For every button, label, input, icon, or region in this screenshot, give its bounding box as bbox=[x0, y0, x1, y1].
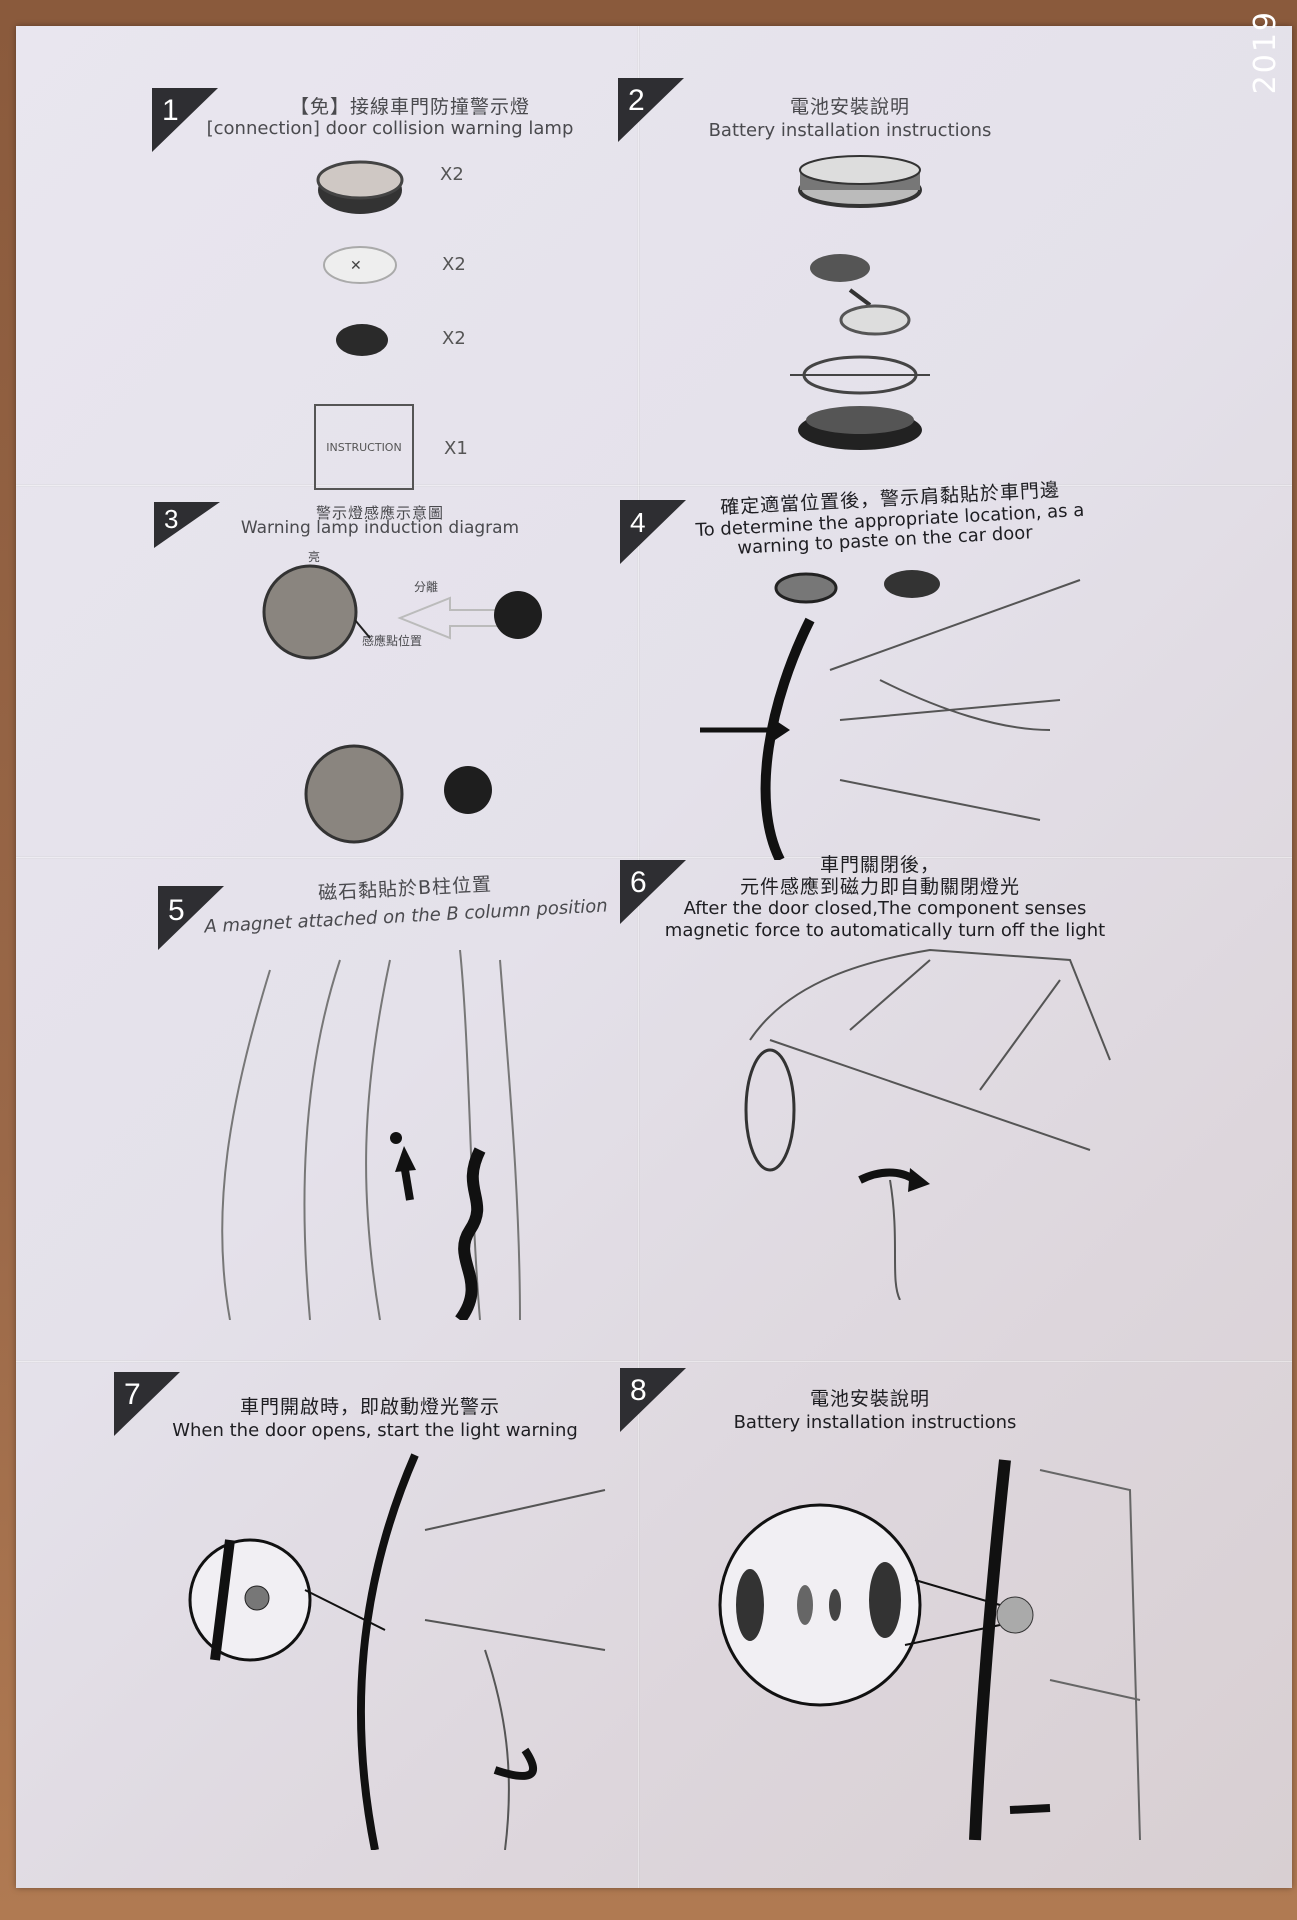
car-door-closed-illustration bbox=[744, 948, 1111, 1300]
instruction-box: INSTRUCTION bbox=[314, 404, 414, 490]
step-badge-1: 1 bbox=[150, 84, 220, 154]
panel-1-title-zh: 【免】接線車門防撞警示燈 bbox=[289, 96, 530, 118]
panel-6-title-en-2: magnetic force to automatically turn off… bbox=[664, 920, 1106, 941]
year-watermark: 2019 bbox=[1248, 10, 1283, 95]
label-separate: 分離 bbox=[414, 580, 439, 594]
panel-3-title-en: Warning lamp induction diagram bbox=[240, 518, 520, 538]
qty: X2 bbox=[442, 254, 466, 275]
step-badge-3: 3 bbox=[152, 498, 222, 568]
svg-text:8: 8 bbox=[630, 1374, 647, 1407]
panel-7-title-en: When the door opens, start the light war… bbox=[172, 1420, 578, 1441]
car-door-open-illustration bbox=[700, 570, 1081, 860]
battery-assembly-illustration bbox=[790, 155, 930, 450]
step-badge-4: 4 bbox=[618, 496, 688, 566]
qty: X2 bbox=[440, 164, 464, 185]
fold-line bbox=[637, 26, 640, 1888]
qty: X1 bbox=[444, 438, 468, 459]
panel-2-title-en: Battery installation instructions bbox=[708, 120, 992, 141]
panel-8-title-zh: 電池安裝說明 bbox=[809, 1388, 930, 1410]
panel-6-title-zh-2: 元件感應到磁力即自動關閉燈光 bbox=[739, 876, 1020, 898]
b-pillar-illustration bbox=[221, 950, 521, 1320]
step-badge-5: 5 bbox=[156, 882, 226, 952]
panel-8-title-en: Battery installation instructions bbox=[733, 1412, 1017, 1433]
panel-6-title-zh-1: 車門關閉後， bbox=[819, 854, 940, 876]
panel-3-title-zh: 警示燈感應示意圖 bbox=[315, 504, 444, 522]
step-badge-6: 6 bbox=[618, 856, 688, 926]
label-sensor: 感應點位置 bbox=[362, 634, 423, 648]
panel-1-title-en: [connection] door collision warning lamp bbox=[206, 118, 574, 139]
door-open-warning-illustration bbox=[188, 1453, 606, 1850]
svg-text:✕: ✕ bbox=[350, 258, 362, 274]
battery-illustration: ✕ bbox=[323, 246, 397, 284]
qty: X2 bbox=[442, 328, 466, 349]
fold-line bbox=[16, 484, 1292, 487]
lamp-illustration bbox=[316, 160, 404, 214]
label-light: 亮 bbox=[308, 550, 321, 564]
panel-7-title-zh: 車門開啟時，即啟動燈光警示 bbox=[239, 1396, 500, 1418]
svg-text:6: 6 bbox=[630, 866, 647, 899]
panel-6-title-en-1: After the door closed,The component sens… bbox=[683, 898, 1087, 919]
step-badge-2: 2 bbox=[616, 74, 686, 144]
svg-text:2: 2 bbox=[628, 84, 645, 117]
fold-line bbox=[16, 1360, 1292, 1363]
battery-replacement-illustration bbox=[718, 1459, 1141, 1841]
svg-text:3: 3 bbox=[164, 504, 178, 534]
panel-2-title-zh: 電池安裝說明 bbox=[789, 96, 910, 118]
fold-line bbox=[16, 856, 1292, 859]
induction-diagram bbox=[262, 564, 542, 844]
svg-text:4: 4 bbox=[630, 507, 646, 538]
step-badge-8: 8 bbox=[618, 1364, 688, 1434]
svg-text:7: 7 bbox=[124, 1378, 141, 1411]
step-badge-7: 7 bbox=[112, 1368, 182, 1438]
magnet-illustration bbox=[336, 324, 388, 356]
svg-text:1: 1 bbox=[162, 94, 179, 127]
svg-text:5: 5 bbox=[168, 894, 185, 927]
